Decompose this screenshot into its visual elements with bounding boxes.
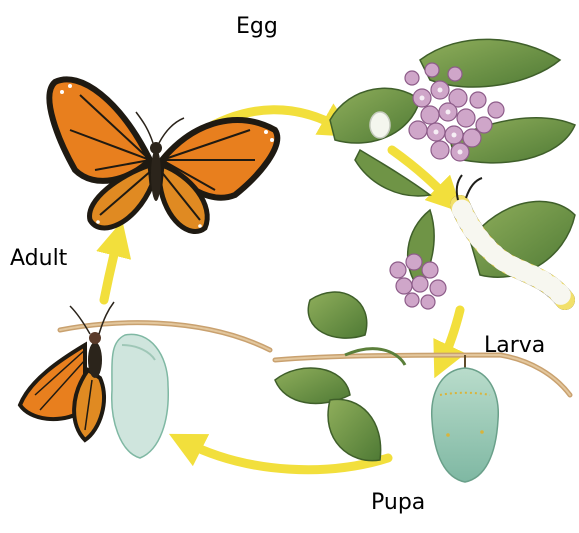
egg-on-milkweed-icon bbox=[330, 39, 575, 196]
pupa-on-branch-icon bbox=[275, 292, 570, 482]
stage-label-adult: Adult bbox=[10, 248, 67, 270]
emerging-butterfly-icon bbox=[20, 302, 270, 458]
monarch-butterfly-icon bbox=[49, 79, 277, 231]
stage-label-larva: Larva bbox=[484, 335, 545, 357]
chrysalis-icon bbox=[432, 355, 498, 482]
arrow-emerging-to-adult bbox=[104, 238, 118, 300]
stage-label-pupa: Pupa bbox=[371, 492, 425, 514]
stage-label-egg: Egg bbox=[236, 16, 278, 38]
